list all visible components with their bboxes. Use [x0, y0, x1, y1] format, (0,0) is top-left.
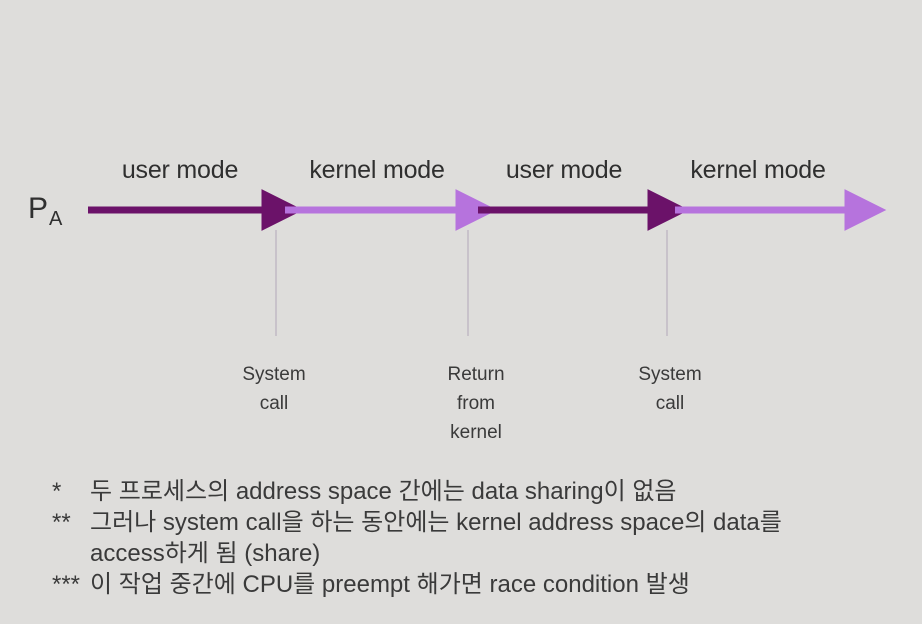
- mode-label-kernel-1: kernel mode: [309, 156, 445, 184]
- timeline-arrows: [88, 189, 887, 231]
- note-line-3: *** 이 작업 중간에 CPU를 preempt 해가면 race condit…: [52, 569, 912, 600]
- mode-label-user-2: user mode: [505, 156, 623, 184]
- process-label-letter: P: [28, 192, 49, 225]
- notes-block: * 두 프로세스의 address space 간에는 data sharing이…: [52, 476, 912, 600]
- note-marker-3: ***: [52, 571, 81, 598]
- mode-label-kernel-2: kernel mode: [690, 156, 826, 184]
- transition-connector-lines: [275, 230, 668, 336]
- mode-timeline-diagram: PA user mode kernel mode user mode kerne…: [28, 156, 887, 443]
- process-label: PA: [28, 192, 62, 236]
- note-text-2-continuation: access하게 됨 (share): [90, 540, 321, 567]
- transition-label-system-call-2: System call: [638, 364, 702, 414]
- process-label-subscript: A: [49, 208, 63, 230]
- note-line-1: * 두 프로세스의 address space 간에는 data sharing이…: [52, 476, 912, 507]
- transition-label-system-call-1: System call: [242, 364, 306, 414]
- transition-label-return-from-kernel: Return from kernel: [447, 364, 505, 443]
- note-text-1: 두 프로세스의 address space 간에는 data sharing이 …: [90, 478, 677, 505]
- mode-label-user-1: user mode: [121, 156, 239, 184]
- note-line-2: ** 그러나 system call을 하는 동안에는 kernel addres…: [52, 507, 912, 538]
- note-marker-2: **: [52, 509, 71, 536]
- note-marker-1: *: [52, 478, 62, 505]
- note-text-2: 그러나 system call을 하는 동안에는 kernel address …: [90, 509, 782, 536]
- note-text-3: 이 작업 중간에 CPU를 preempt 해가면 race condition…: [90, 571, 690, 598]
